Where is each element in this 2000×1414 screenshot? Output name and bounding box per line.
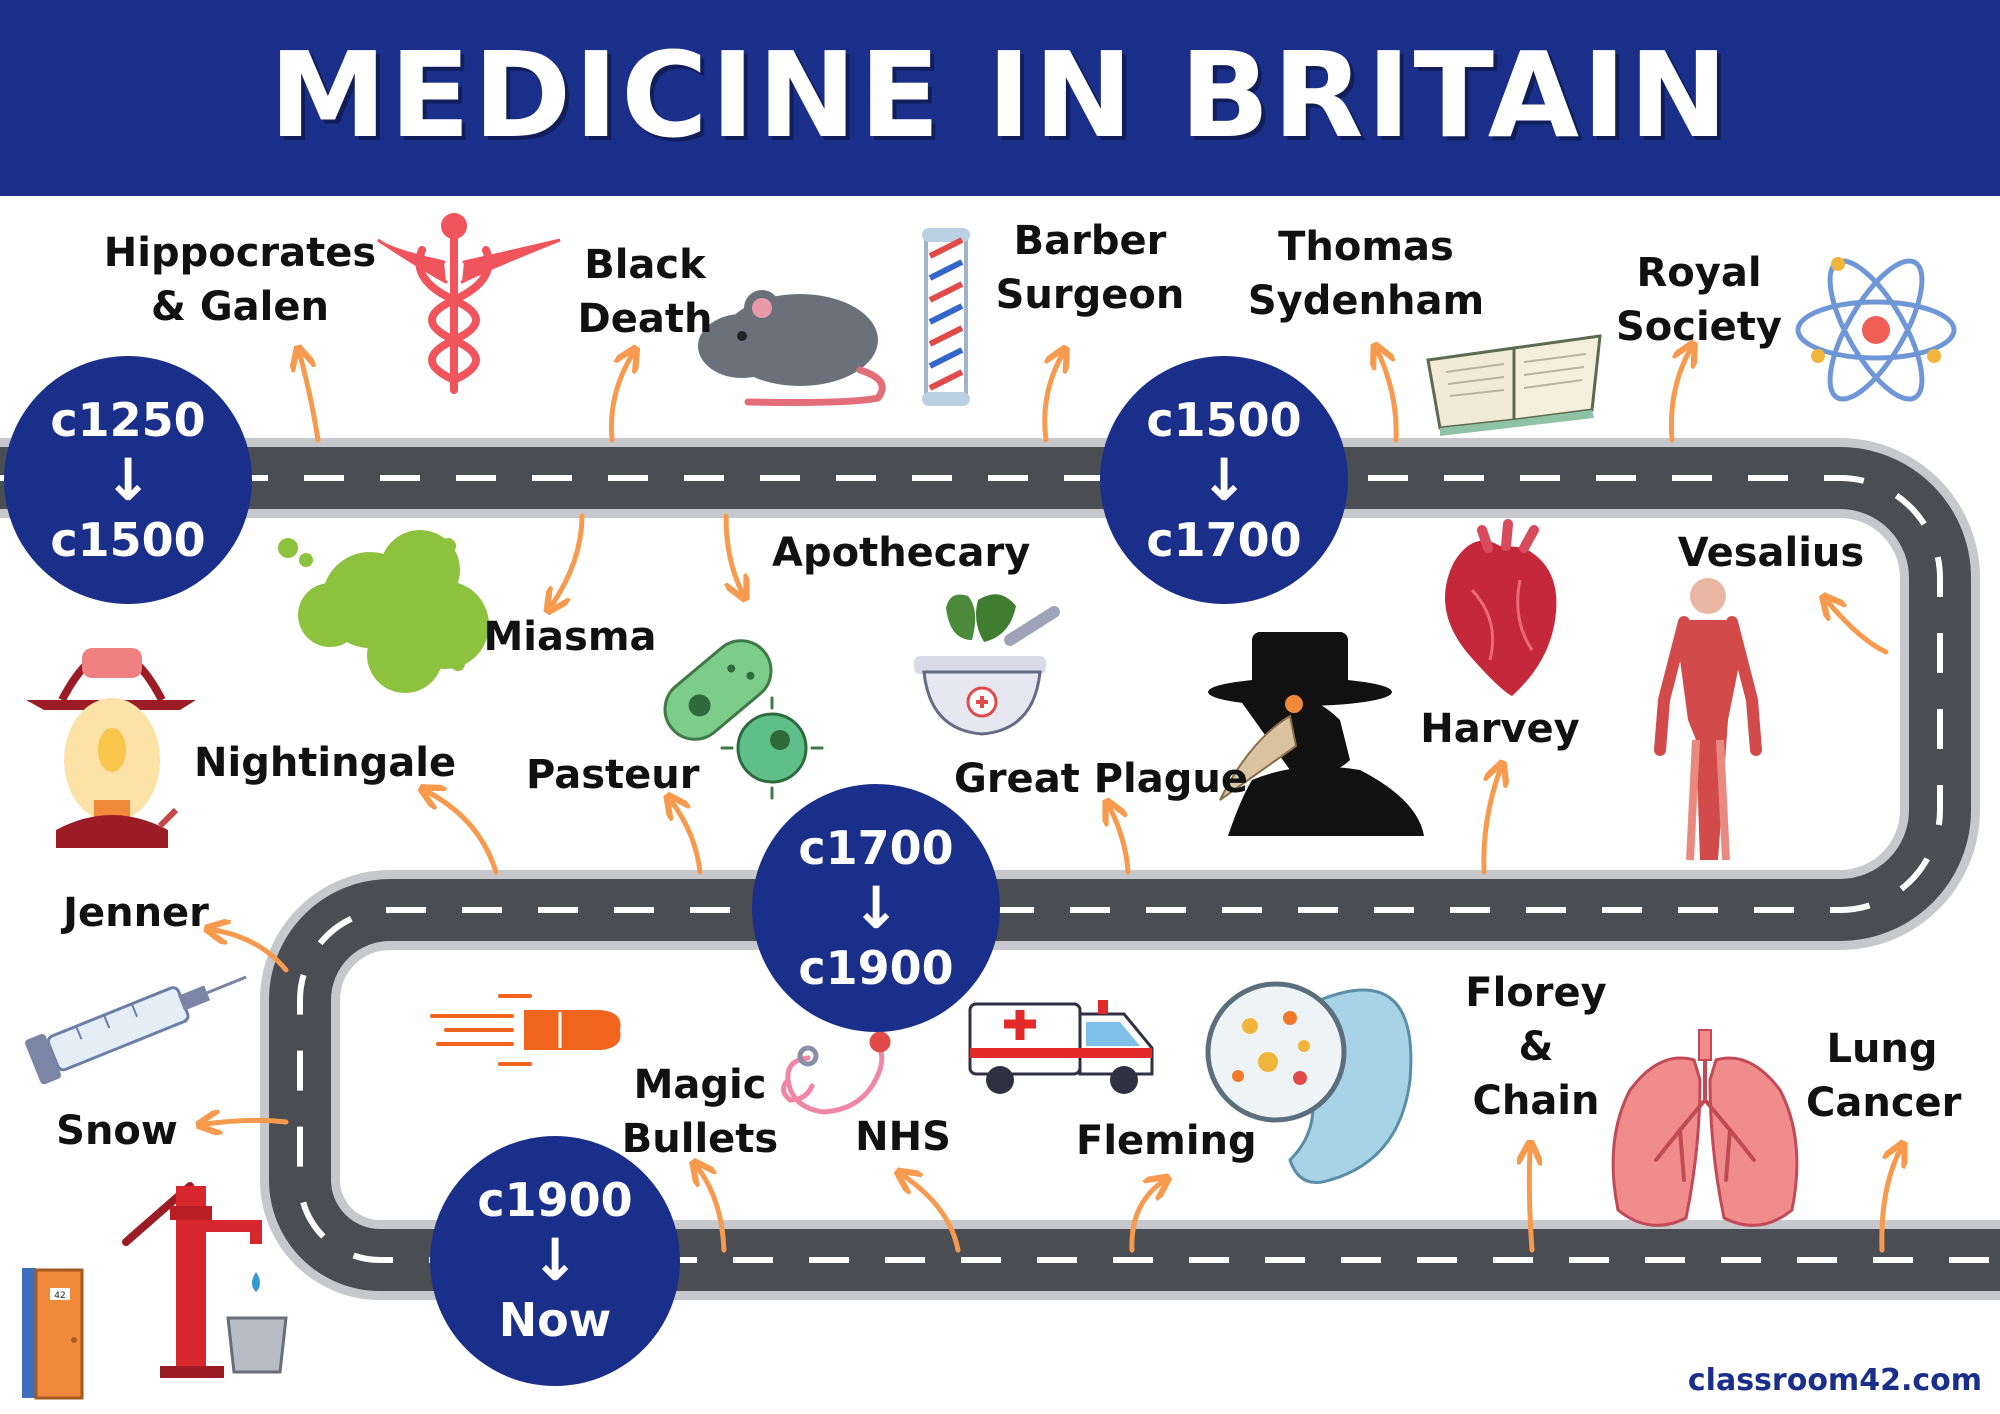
era-down-arrow: ↓ [851,874,901,942]
arrow-great-plague [1110,808,1131,875]
door-42-icon: 42 [22,1268,84,1400]
era-down-arrow: ↓ [1199,446,1249,514]
plague-doctor-icon [1208,632,1424,836]
label-black-death: Black Death [577,242,713,342]
era-down-arrow: ↓ [530,1226,580,1294]
connector-arrows [206,350,1900,1253]
arrow-nhs [904,1176,961,1253]
bacteria-icon [663,639,824,800]
era-end: c1700 [1146,513,1302,567]
arrow-royal-society [1668,350,1690,443]
arrow-florey-chain [1529,1150,1532,1253]
arrow-miasma [552,513,585,605]
arrow-hippocrates [300,355,321,443]
label-vesalius: Vesalius [1677,530,1865,576]
arrow-apothecary [723,513,742,592]
oil-lamp-icon [26,648,196,848]
water-pump-icon [122,1182,288,1378]
era-circle-1700-1900: c1700 ↓ c1900 [752,784,1000,1032]
arrow-harvey [1481,770,1500,875]
arrow-snow [206,1120,289,1124]
label-nhs: NHS [855,1114,951,1160]
footer-website: classroom42.com [1687,1363,1982,1398]
label-great-plague: Great Plague [954,756,1248,802]
arrow-nightingale [428,792,499,875]
bullet-icon [430,994,621,1066]
label-pasteur: Pasteur [526,752,700,798]
era-start: c1250 [50,393,206,447]
label-nightingale: Nightingale [194,740,457,786]
label-hippocrates-galen: Hippocrates & Galen [103,230,377,330]
title-banner [0,0,2000,196]
ambulance-icon [968,1000,1154,1094]
road [0,438,2000,1300]
arrow-pasteur [672,802,703,875]
open-book-icon [1426,334,1602,436]
arrow-lung-cancer [1879,1150,1900,1253]
era-start: c1500 [1146,393,1302,447]
era-down-arrow: ↓ [103,446,153,514]
label-florey-chain: Florey & Chain [1465,970,1607,1124]
label-harvey: Harvey [1420,706,1580,752]
era-end: c1900 [798,941,954,995]
label-jenner: Jenner [63,890,209,936]
label-fleming: Fleming [1076,1118,1257,1164]
atom-icon [1795,257,1957,402]
arrow-jenner [214,930,289,973]
arrow-magic-bullets [698,1168,727,1253]
label-royal-society: Royal Society [1615,250,1783,350]
heart-icon [1445,519,1557,696]
label-lung-cancer: Lung Cancer [1806,1026,1962,1126]
label-snow: Snow [56,1108,178,1154]
arrow-vesalius [1828,602,1889,655]
era-circle-1500-1700: c1500 ↓ c1700 [1100,356,1348,604]
barber-pole-icon [922,228,970,406]
era-start: c1900 [477,1173,633,1227]
era-end: Now [498,1293,612,1347]
label-barber-surgeon: Barber Surgeon [995,218,1185,318]
anatomy-body-icon [1654,578,1762,861]
svg-text:42: 42 [54,1291,65,1301]
arrow-black-death [608,355,632,443]
stethoscope-icon [781,1031,891,1115]
era-circle-1900-now: c1900 ↓ Now [430,1136,680,1386]
syringe-icon [25,975,247,1085]
arrow-fleming [1129,1182,1162,1253]
label-miasma: Miasma [483,614,657,660]
era-end: c1500 [50,513,206,567]
page-title: MEDICINE IN BRITAIN [269,26,1731,164]
petri-dish-icon [1205,981,1413,1184]
lungs-icon [1611,1029,1799,1227]
arrow-barber-surgeon [1042,355,1062,443]
miasma-cloud-icon [278,530,489,693]
rat-icon [698,290,886,406]
label-thomas-sydenham: Thomas Sydenham [1247,224,1485,324]
label-magic-bullets: Magic Bullets [621,1062,779,1162]
era-circle-1250-1500: c1250 ↓ c1500 [4,356,252,604]
caduceus-icon [377,213,561,394]
label-apothecary: Apothecary [772,530,1031,576]
mortar-pestle-icon [914,594,1060,736]
era-start: c1700 [798,821,954,875]
arrow-sydenham [1378,352,1399,443]
